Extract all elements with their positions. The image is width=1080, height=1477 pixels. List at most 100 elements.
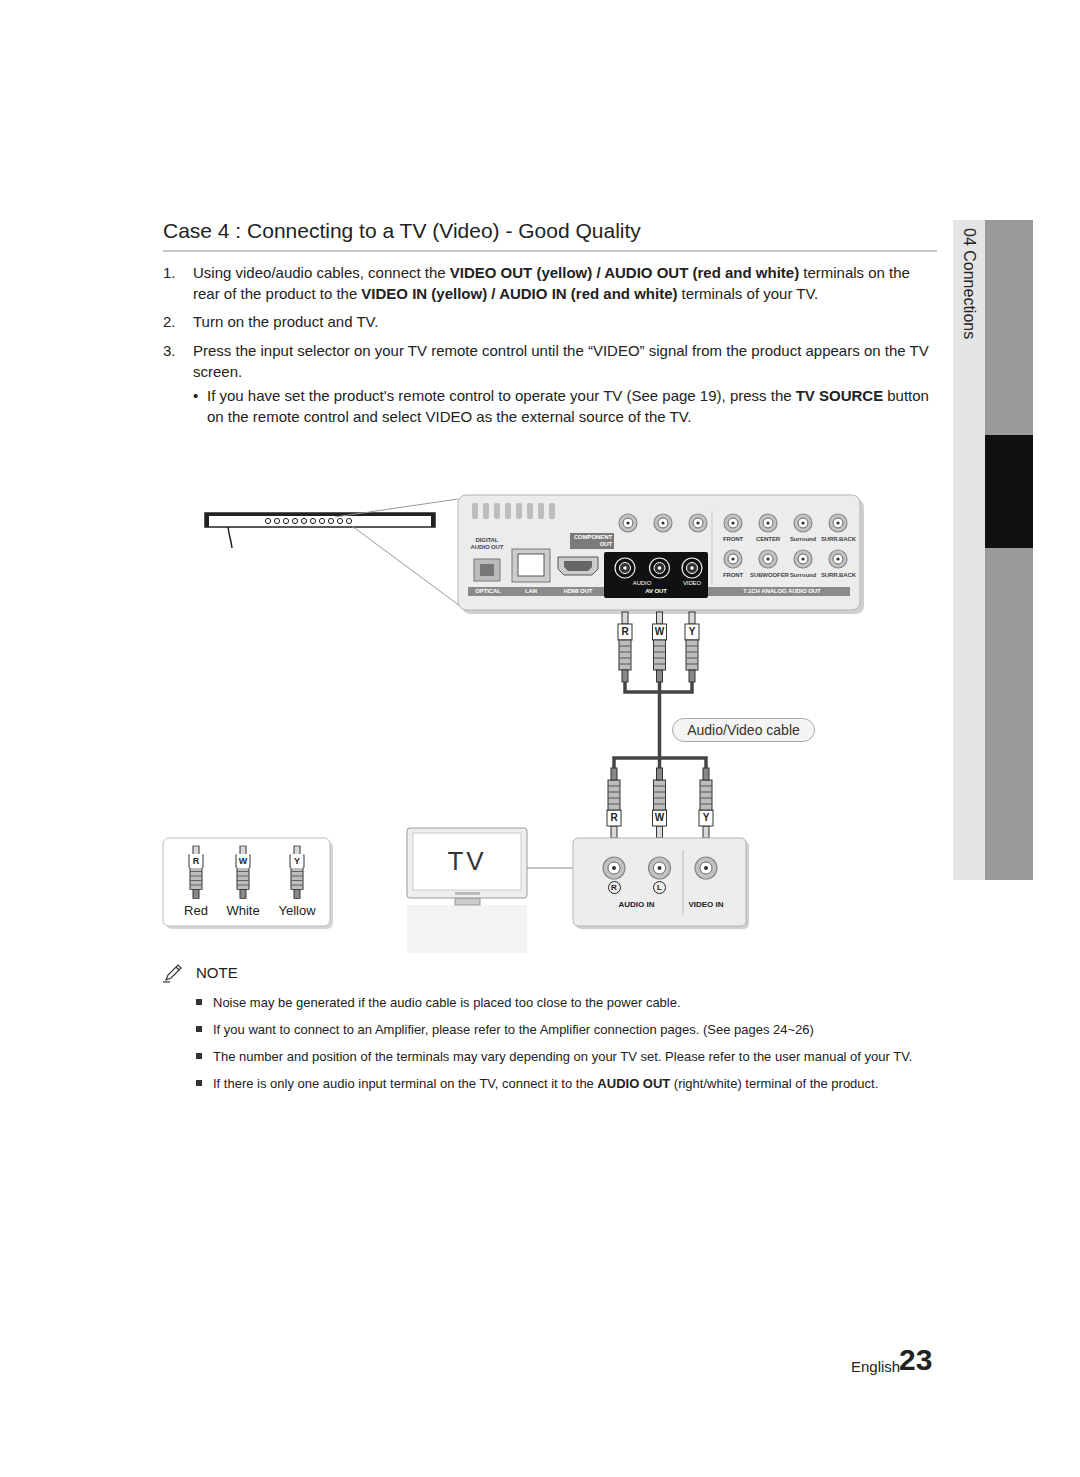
rear-panel-part [759,514,777,532]
player-rear-part [310,518,315,523]
tv-box: TV [407,828,527,898]
rear-panel-part [480,564,494,576]
jack-label: Surround [785,536,821,543]
title-rule [163,250,937,252]
cable-top-part [618,612,632,682]
step-number: 2. [163,312,193,333]
rear-panel-part [690,566,694,570]
player-rear-part [205,513,435,516]
rear-panel-part [794,514,812,532]
rear-panel-part [724,550,742,568]
rear-panel-part [696,521,699,524]
rear-panel-part [829,514,847,532]
plug-legend-box-part [189,846,203,899]
bullet-slot [196,1075,213,1093]
note-text: If there is only one audio input termina… [213,1076,594,1091]
note-icon-part [166,965,181,980]
rear-panel-part [650,558,670,578]
rear-panel-part [833,554,843,564]
rear-panel-part [654,563,665,574]
note-text: AUDIO OUT [597,1076,670,1091]
note-item: If you want to connect to an Amplifier, … [196,1021,938,1039]
rear-panel: COMPONENT OUTDIGITAL AUDIO OUTOPTICALLAN… [458,495,860,610]
steps: 1.Using video/audio cables, connect theV… [163,263,938,436]
rear-panel-part [693,518,703,528]
legend-text: Yellow [262,903,332,918]
rear-panel-part [836,521,839,524]
step: •If you have set the product's remote co… [193,386,938,427]
plug-letter: Y [700,811,712,825]
player-rear-part [274,518,279,523]
rear-panel-part [763,518,773,528]
tv-input-panel-part [649,857,671,879]
note-text: The number and position of the terminals… [213,1049,912,1064]
jack-label: HDMI OUT [556,588,600,595]
player-rear-part [337,518,342,523]
step: 2.Turn on the product and TV. [163,312,938,333]
rear-panel-part [798,518,808,528]
rear-panel [458,495,864,614]
jack-label: AV OUT [604,588,708,595]
rear-panel-part [472,503,478,519]
rear-panel-part [658,518,668,528]
plug-legend-box-part [290,846,304,899]
side-tab-part [985,435,1033,548]
page-number: English [851,1358,900,1375]
jack-label: SURR.BACK [820,572,857,579]
rear-panel-part [472,503,555,519]
step-text: Turn on the product and TV. [193,313,378,330]
rear-panel-part [620,563,631,574]
cable-bottom-part [614,758,706,768]
tv-input-panel-part [612,866,616,870]
cable-name-pill: Audio/Video cable [672,718,815,742]
tv-set-part [407,828,527,898]
tv-input-panel [573,838,749,929]
rear-panel-part [759,550,777,568]
rear-panel-part [527,503,533,519]
jack-label: DIGITAL AUDIO OUT [470,537,504,551]
note-body: If there is only one audio input termina… [213,1075,938,1093]
tv-input-panel-part [608,862,620,874]
cable-bottom-part [653,768,667,838]
rear-panel-part [829,550,847,568]
rear-panel-part [712,511,713,585]
tv-input-panel-part [573,838,746,926]
side-tab-part [953,220,985,880]
tv-set-part [455,898,480,905]
plug-letter: R [619,625,631,639]
rear-panel-part [801,521,804,524]
jack-label: VIDEO IN [676,901,736,910]
section-tab: 04 Connections [953,220,985,880]
note-text: (right/white) terminal of the product. [674,1076,878,1091]
jack-label: AUDIO [622,580,662,587]
step-body: Using video/audio cables, connect theVID… [193,263,938,304]
player-rear [205,513,435,548]
legend-text: White [208,903,278,918]
tv-input-panel: RLAUDIO INVIDEO IN [573,838,746,926]
rear-panel-part [458,495,860,610]
jack-label: OPTICAL [470,588,506,595]
rear-panel-part [766,521,769,524]
step: 3.Press the input selector on your TV re… [163,341,938,382]
jack-label: AUDIO IN [594,901,679,910]
step-body: Press the input selector on your TV remo… [193,341,938,382]
rear-panel-part [615,514,847,578]
rear-panel-part [728,554,738,564]
jack-label: FRONT [715,572,751,579]
rear-panel-part [549,503,555,519]
tv-input-panel-part [700,862,712,874]
step-body: If you have set the product's remote con… [207,386,938,427]
plug-letter: W [654,625,666,639]
jack-label: SUBWOOFER [750,572,786,579]
jack-label: FRONT [715,536,751,543]
tv-set [407,828,527,953]
bullet-slot [196,994,213,1012]
jack-label: CENTER [750,536,786,543]
rear-panel-part [833,518,843,528]
note-body: Noise may be generated if the audio cabl… [213,994,938,1012]
note-item: Noise may be generated if the audio cabl… [196,994,938,1012]
zoom-lines [335,499,460,606]
jack-label: Surround [785,572,821,579]
cable-top [618,612,699,692]
